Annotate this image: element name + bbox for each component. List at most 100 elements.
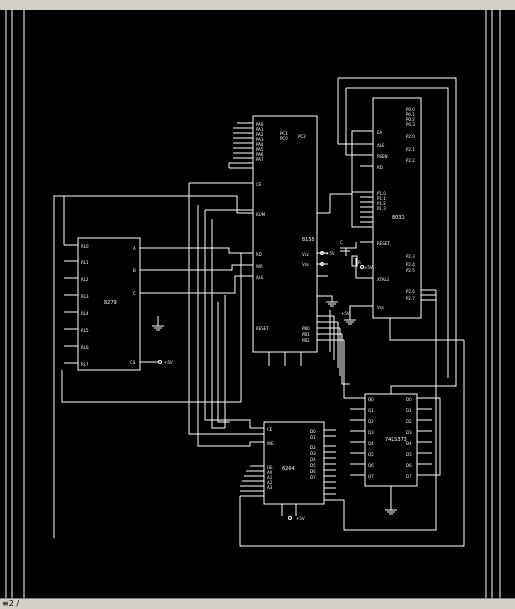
pin-6264-d4: D4 <box>310 457 316 462</box>
pin-373-q0: Q0 <box>368 397 374 402</box>
vcc-label-6264: +5V <box>296 516 305 521</box>
reset-resistor <box>351 255 358 267</box>
pin-8031-p23: P2.3 <box>406 254 415 259</box>
pin-8155-pa7: PA7 <box>256 157 264 162</box>
schematic-canvas: 8155 8031 8279 6264 74LS373 <box>0 10 515 598</box>
pin-8279-rl0: RL0 <box>81 244 89 249</box>
chip-8279-name: 8279 <box>104 300 117 306</box>
pin-373-q7: Q7 <box>368 474 374 479</box>
chip-6264-name: 6264 <box>282 466 295 472</box>
pin-8155-ale: ALE <box>256 275 264 280</box>
pin-8031-p03: P0.3 <box>406 122 415 127</box>
res-label: R <box>358 260 361 265</box>
pin-8031-reset: RESET <box>377 241 390 246</box>
pin-8031-p00: P0.0 <box>406 107 415 112</box>
vcc-label-ea: +5V <box>341 311 350 316</box>
pin-8031-p26: P2.6 <box>406 289 415 294</box>
pin-8155-pb0: PB0 <box>302 326 310 331</box>
pin-6264-d1: D1 <box>310 435 316 440</box>
pin-8155-pa0: PA0 <box>256 122 264 127</box>
pin-8279-rl7: RL7 <box>81 362 89 367</box>
vcc-label-8031: +5V <box>364 265 373 270</box>
pin-8279-rl2: RL2 <box>81 277 89 282</box>
pin-8155-ce: CE <box>256 182 262 187</box>
chip-8031-name: 8031 <box>392 215 405 221</box>
pin-8155-pa2: PA2 <box>256 132 264 137</box>
pin-8031-ale: ALE <box>377 143 385 148</box>
pin-8155-pa6: PA6 <box>256 152 264 157</box>
pin-373-d4: D4 <box>406 441 412 446</box>
pin-8155-pc2: PC2 <box>298 134 306 139</box>
pin-8155-pc1: PC1 <box>280 131 288 136</box>
pin-6264-d2: D2 <box>310 445 316 450</box>
ground-symbol-8031 <box>344 319 356 325</box>
pin-8279-c: C <box>133 291 136 296</box>
pin-373-d6: D6 <box>406 463 412 468</box>
pin-8155-reset: RESET <box>256 326 269 331</box>
pin-8031-p13: P1.3 <box>377 206 386 211</box>
pin-8279-rl6: RL6 <box>81 345 89 350</box>
chip-6264 <box>263 421 325 505</box>
status-text: ≡2 / <box>2 599 20 608</box>
pin-373-d1: D1 <box>406 408 412 413</box>
pin-373-d0: D0 <box>406 397 412 402</box>
pin-8031-psen: PSEN <box>377 154 387 159</box>
pin-8279-rl3: RL3 <box>81 294 89 299</box>
chip-74ls373-name: 74LS373 <box>385 437 407 443</box>
pin-373-q4: Q4 <box>368 441 374 446</box>
pin-8031-p11: P1.1 <box>377 196 386 201</box>
pin-6264-a1: A1 <box>267 475 273 480</box>
pin-8155-pa3: PA3 <box>256 137 264 142</box>
pin-8155-pc0: PC0 <box>280 136 288 141</box>
pin-8031-rd: RD <box>377 165 383 170</box>
pin-8279-rl4: RL4 <box>81 311 89 316</box>
pin-8031-p21: P2.1 <box>406 147 415 152</box>
pin-8155-pb1: PB1 <box>302 332 310 337</box>
status-bar: ≡2 / <box>0 598 515 609</box>
pin-8031-ea: EA <box>377 130 383 135</box>
pin-6264-d3: D3 <box>310 451 316 456</box>
pin-8031-p10: P1.0 <box>377 191 386 196</box>
pin-8031-p27: P2.7 <box>406 296 415 301</box>
pin-8155-pa1: PA1 <box>256 127 264 132</box>
pin-8031-p24: P2.4 <box>406 262 415 267</box>
pin-373-d7: D7 <box>406 474 412 479</box>
pin-8155-wr: WR <box>256 264 263 269</box>
pin-6264-oe: OE <box>267 465 273 470</box>
chip-8279 <box>77 237 141 371</box>
ground-symbol-373 <box>385 509 397 515</box>
pin-6264-a2: A2 <box>267 480 273 485</box>
pin-8031-p22: P2.2 <box>406 158 415 163</box>
pin-8279-cs: CS <box>130 360 136 365</box>
vcc-label-8279: +5V <box>164 360 173 365</box>
cap-label: C <box>340 240 343 245</box>
pin-8031-p01: P0.1 <box>406 112 415 117</box>
pin-373-q1: Q1 <box>368 408 374 413</box>
pin-6264-a0: A0 <box>267 470 273 475</box>
pin-373-d2: D2 <box>406 419 412 424</box>
chip-8155-name: 8155 <box>302 237 315 243</box>
pin-373-d5: D5 <box>406 452 412 457</box>
pin-6264-a3: A3 <box>267 485 273 490</box>
pin-8031-p25: P2.5 <box>406 268 415 273</box>
ground-symbol-8155 <box>326 301 338 307</box>
ground-symbol <box>152 316 164 331</box>
pin-8155-pa5: PA5 <box>256 147 264 152</box>
pin-373-q6: Q6 <box>368 463 374 468</box>
circuit-schematic: 8155 8031 8279 6264 74LS373 <box>0 10 515 598</box>
pin-6264-d5: D5 <box>310 463 316 468</box>
pin-6264-d0: D0 <box>310 429 316 434</box>
pin-373-q5: Q5 <box>368 452 374 457</box>
pin-8155-vss: Vss <box>302 262 309 267</box>
pin-6264-d6: D6 <box>310 469 316 474</box>
pin-8155-vcc: Vcc <box>302 252 309 257</box>
pin-8031-xtal1: XTAL1 <box>377 277 390 282</box>
pin-8031-p02: P0.2 <box>406 117 415 122</box>
vcc-label-reset: +5V <box>326 251 335 256</box>
pin-8279-b: B <box>133 268 136 273</box>
pin-8155-pb2: PB2 <box>302 338 310 343</box>
pin-8155-rd: RD <box>256 252 262 257</box>
pin-6264-ce: CE <box>267 427 273 432</box>
pin-8279-a: A <box>133 246 136 251</box>
pin-6264-we: WE <box>267 441 274 446</box>
